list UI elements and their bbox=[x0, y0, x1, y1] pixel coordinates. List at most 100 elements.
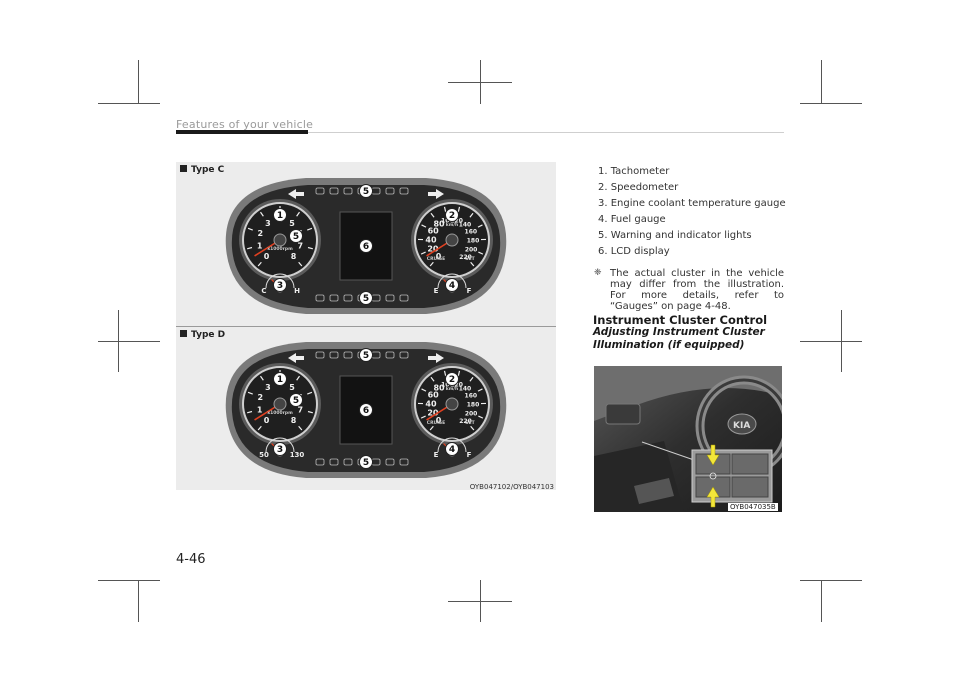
speed-unit-label: km/h bbox=[446, 386, 459, 392]
dial-tick-label: 40 bbox=[425, 236, 437, 245]
dial-tick-label: 140 bbox=[459, 221, 472, 228]
subsection-title: Adjusting Instrument Cluster Illuminatio… bbox=[593, 326, 765, 351]
callout-marker: 1 bbox=[273, 208, 287, 222]
dial-tick-label: 140 bbox=[459, 385, 472, 392]
dial-tick-label: 80 bbox=[433, 383, 445, 392]
dial-tick-label: 160 bbox=[465, 229, 478, 236]
dial-tick bbox=[443, 206, 447, 212]
callout-marker: 4 bbox=[445, 442, 459, 456]
dial-tick bbox=[478, 251, 484, 255]
callout-circle bbox=[359, 455, 373, 469]
figure-type-c: Type C 012345678x1000rpm0204060801001201… bbox=[176, 162, 556, 326]
dial-tick-label: 80 bbox=[433, 219, 445, 228]
dial-tick bbox=[307, 227, 313, 231]
dial-tick-label: 8 bbox=[291, 416, 297, 425]
dial-tick-label: 3 bbox=[265, 219, 271, 228]
dial-tick-label: 60 bbox=[428, 391, 440, 400]
speed-unit-label: km/h bbox=[446, 222, 459, 228]
dial-tick bbox=[247, 227, 253, 231]
callout-number: 3 bbox=[277, 281, 283, 291]
callout-marker: 4 bbox=[445, 278, 459, 292]
rpm-unit-label: x1000rpm bbox=[267, 246, 293, 252]
indicator-icon bbox=[343, 294, 353, 302]
legend-list: 1. Tachometer 2. Speedometer 3. Engine c… bbox=[598, 164, 786, 260]
gauge-arc bbox=[437, 437, 467, 453]
indicator-icon bbox=[399, 351, 409, 359]
dial-tick bbox=[307, 410, 313, 414]
callout-marker: 5 bbox=[359, 455, 373, 469]
dial-tick bbox=[430, 376, 435, 382]
dial-tick bbox=[296, 375, 300, 381]
callout-marker: 3 bbox=[273, 442, 287, 456]
dial-tick bbox=[260, 375, 264, 381]
gauge-label: F bbox=[467, 451, 472, 459]
instrument-cluster-type-c: 012345678x1000rpm02040608010012014016018… bbox=[225, 178, 507, 314]
dial-tick-label: 5 bbox=[289, 219, 295, 228]
indicator-icon bbox=[385, 294, 395, 302]
dial-tick-label: 200 bbox=[465, 247, 478, 254]
type-c-label: Type C bbox=[191, 165, 225, 175]
callout-circle bbox=[273, 442, 287, 456]
indicator-icon bbox=[399, 187, 409, 195]
dial-tick bbox=[429, 425, 434, 431]
cruise-label: CRUISE bbox=[427, 256, 445, 262]
indicator-icon bbox=[315, 351, 325, 359]
figure-type-d: Type D 012345678x1000rpm0204060801001201… bbox=[176, 327, 556, 490]
cluster-body: 012345678x1000rpm02040608010012014016018… bbox=[225, 342, 507, 478]
list-item: 2. Speedometer bbox=[598, 182, 679, 193]
instrument-cluster-type-d: 012345678x1000rpm02040608010012014016018… bbox=[225, 342, 507, 478]
note: ❈ The actual cluster in the vehicle may … bbox=[594, 268, 784, 312]
dial-tick-label: 120 bbox=[450, 218, 463, 225]
callout-number: 1 bbox=[277, 211, 283, 221]
dial-tick bbox=[478, 415, 484, 419]
callout-number: 5 bbox=[363, 458, 369, 468]
callout-circle bbox=[445, 208, 459, 222]
dial-tick-label: 160 bbox=[465, 393, 478, 400]
dial-tick bbox=[429, 261, 434, 267]
note-text: The actual cluster in the vehicle may di… bbox=[610, 268, 784, 312]
indicator-icon bbox=[315, 458, 325, 466]
callout-number: 3 bbox=[277, 445, 283, 455]
tachometer-dial: 012345678x1000rpm bbox=[239, 199, 321, 281]
list-item: 1. Tachometer bbox=[598, 166, 670, 177]
dial-tick bbox=[457, 206, 461, 212]
callout-marker: 6 bbox=[359, 239, 373, 253]
indicator-icon bbox=[315, 187, 325, 195]
set-label: SET bbox=[465, 256, 475, 262]
callout-circle bbox=[273, 278, 287, 292]
dial-tick bbox=[470, 261, 475, 267]
gauge-arc bbox=[265, 273, 295, 289]
dashboard-photo: KIA bbox=[594, 366, 782, 512]
dial-tick bbox=[257, 261, 262, 267]
callout-circle bbox=[445, 442, 459, 456]
dial-hub bbox=[445, 397, 459, 411]
callout-number: 5 bbox=[293, 232, 299, 242]
photo-code: OYB047035B bbox=[728, 503, 778, 511]
callout-number: 4 bbox=[449, 281, 455, 291]
set-label: SET bbox=[465, 420, 475, 426]
dial-tick bbox=[457, 370, 461, 376]
dial-tick bbox=[421, 224, 427, 228]
dial-tick bbox=[477, 388, 483, 392]
turn-right-icon bbox=[428, 353, 444, 363]
callout-circle bbox=[445, 372, 459, 386]
indicator-icon bbox=[343, 458, 353, 466]
callout-number: 1 bbox=[277, 375, 283, 385]
dial-tick bbox=[307, 391, 313, 395]
dial-tick-label: 220 bbox=[459, 418, 472, 425]
tachometer-dial: 012345678x1000rpm bbox=[239, 363, 321, 445]
indicator-icon bbox=[329, 294, 339, 302]
callout-marker: 5 bbox=[289, 229, 303, 243]
gauge-label: H bbox=[294, 287, 300, 295]
indicator-icon bbox=[329, 351, 339, 359]
dial-tick bbox=[421, 388, 427, 392]
dial-tick-label: 2 bbox=[257, 229, 263, 238]
cluster-body: 012345678x1000rpm02040608010012014016018… bbox=[225, 178, 507, 314]
cruise-label: CRUISE bbox=[427, 420, 445, 426]
dial-tick-label: 7 bbox=[297, 241, 303, 250]
gauge-arc bbox=[265, 437, 295, 453]
dial-tick-label: 40 bbox=[425, 400, 437, 409]
callout-number: 6 bbox=[363, 242, 369, 252]
gauge-label: E bbox=[434, 287, 439, 295]
gauge-arc bbox=[437, 273, 467, 289]
